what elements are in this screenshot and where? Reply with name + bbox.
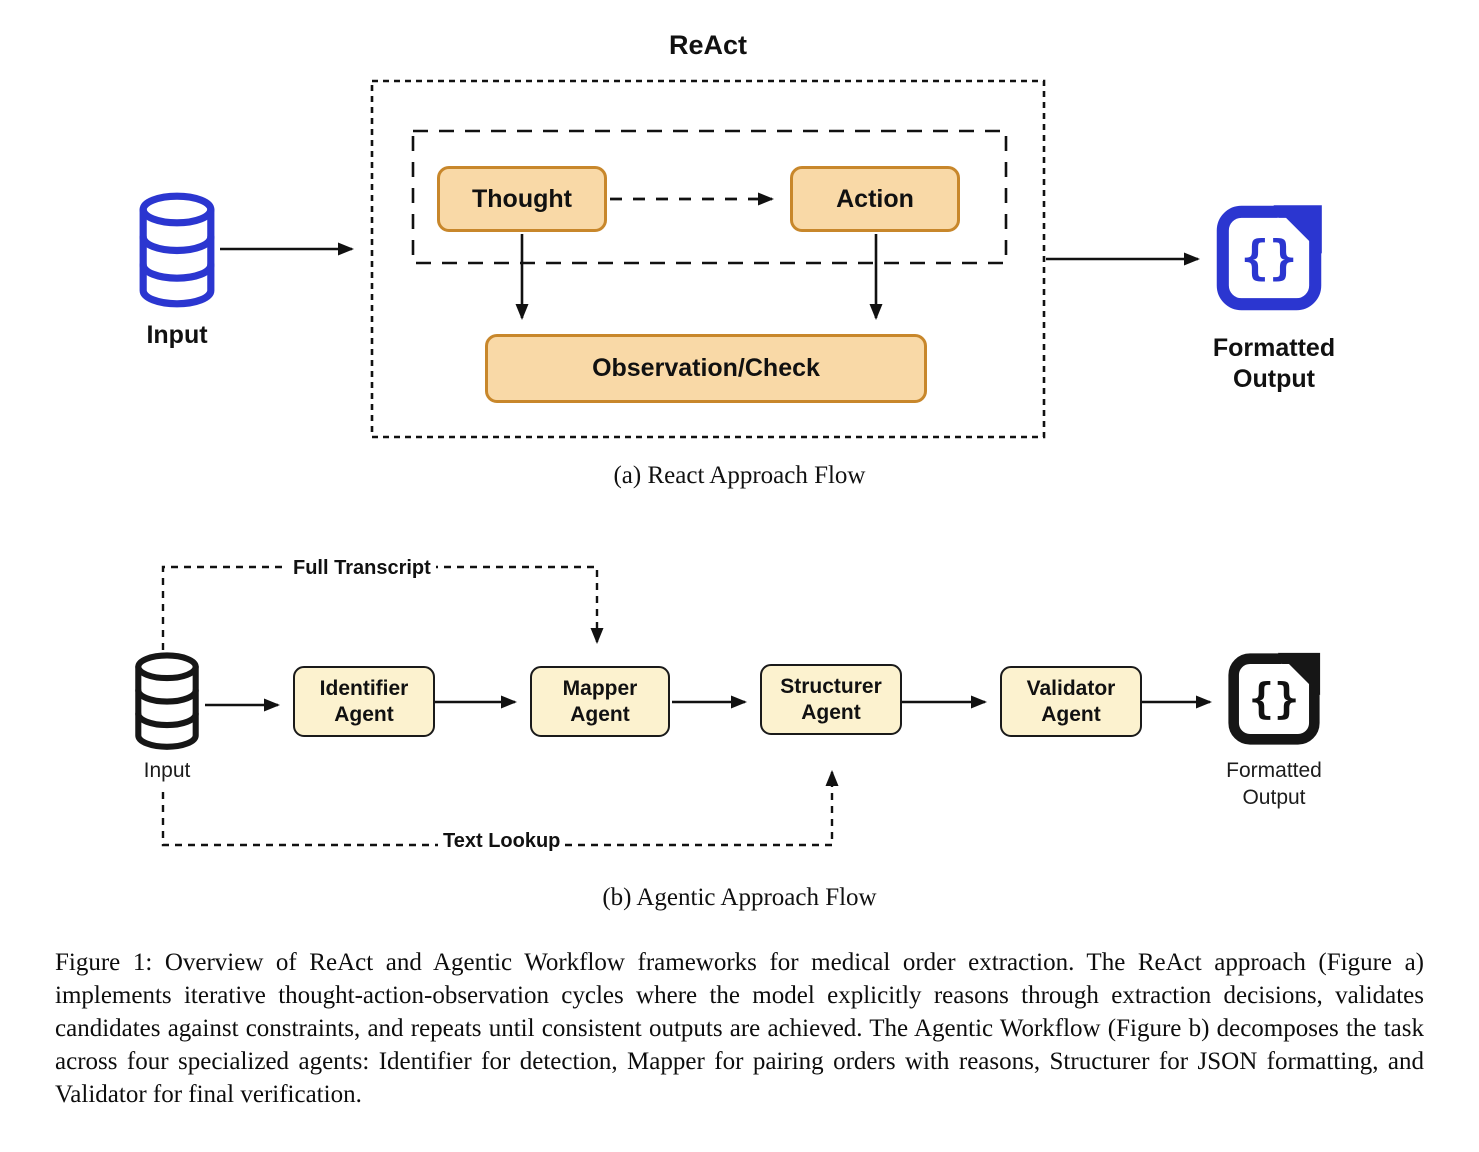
formatted-output-icon-b: {} [1226, 650, 1322, 748]
validator-agent-line2: Agent [1041, 702, 1101, 726]
identifier-agent-line2: Agent [334, 702, 394, 726]
react-outer-frame [370, 79, 1046, 439]
structurer-agent-box: Structurer Agent [760, 664, 902, 735]
action-box: Action [790, 166, 960, 232]
identifier-agent-box: Identifier Agent [293, 666, 435, 737]
formatted-output-line1-a: Formatted [1212, 334, 1336, 362]
thought-action-frame [411, 129, 1008, 265]
structurer-agent-line2: Agent [801, 700, 861, 724]
caption-a: (a) React Approach Flow [613, 462, 866, 489]
thought-box: Thought [437, 166, 607, 232]
formatted-output-label-a: Formatted Output [1194, 333, 1354, 395]
text-lookup-label: Text Lookup [438, 830, 566, 853]
structurer-agent-line1: Structurer [780, 674, 882, 698]
input-label-a: Input [146, 321, 208, 349]
formatted-output-line1-b: Formatted [1226, 759, 1322, 782]
json-braces-glyph-a: {} [1240, 230, 1298, 286]
formatted-output-label-b: Formatted Output [1194, 757, 1354, 811]
formatted-output-line2-a: Output [1233, 365, 1315, 393]
route-text-lookup [161, 770, 839, 847]
observation-check-label: Observation/Check [592, 354, 820, 382]
json-braces-glyph-b: {} [1248, 674, 1300, 723]
action-box-label: Action [836, 184, 914, 213]
input-database-icon-b [132, 652, 202, 752]
figure-caption: Figure 1: Overview of ReAct and Agentic … [55, 949, 1424, 1108]
observation-check-box: Observation/Check [485, 334, 927, 403]
validator-agent-line1: Validator [1026, 676, 1116, 700]
formatted-output-icon-a: {} [1214, 202, 1324, 314]
mapper-agent-line1: Mapper [562, 676, 638, 700]
identifier-agent-line1: Identifier [319, 676, 409, 700]
input-label-b: Input [143, 759, 191, 782]
input-database-icon-a [136, 192, 218, 310]
react-frame-title: ReAct [668, 30, 748, 60]
thought-box-label: Thought [472, 184, 572, 213]
validator-agent-box: Validator Agent [1000, 666, 1142, 737]
mapper-agent-line2: Agent [570, 702, 630, 726]
mapper-agent-box: Mapper Agent [530, 666, 670, 737]
caption-b: (b) Agentic Approach Flow [602, 884, 877, 911]
full-transcript-label: Full Transcript [288, 557, 436, 580]
formatted-output-line2-b: Output [1242, 786, 1306, 809]
